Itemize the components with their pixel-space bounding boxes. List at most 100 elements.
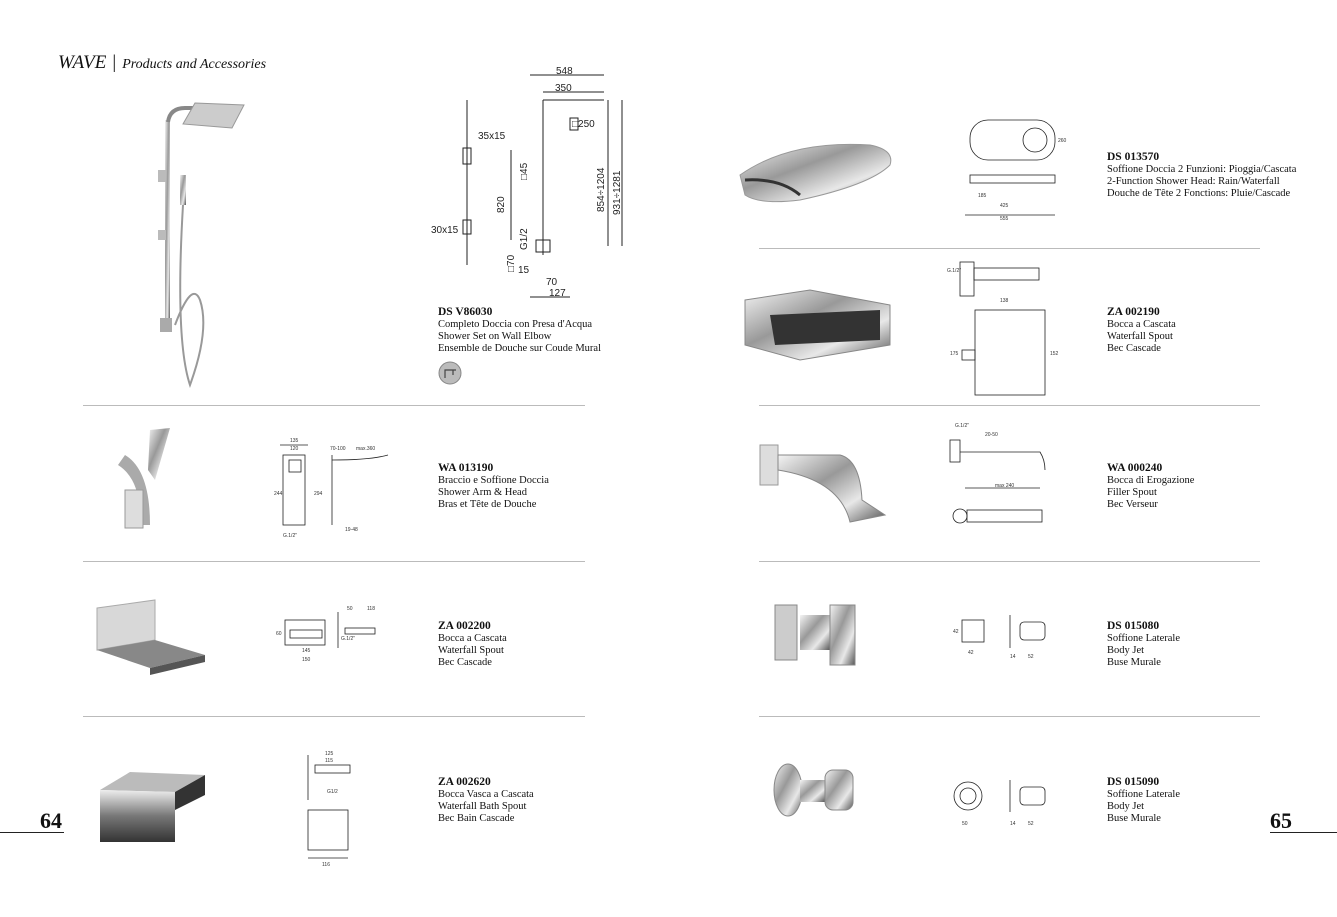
product-code: DS 013570 <box>1107 151 1160 163</box>
dim-label: 425 <box>1000 203 1009 209</box>
desc-it: Bocca a Cascata <box>438 633 507 644</box>
dim-label: 127 <box>549 288 566 299</box>
dim-label: 50 <box>347 606 353 612</box>
dim-label: 30x15 <box>431 225 459 236</box>
desc-it: Soffione Doccia 2 Funzioni: Pioggia/Casc… <box>1107 164 1297 175</box>
dim-label: G.1/2" <box>341 636 355 642</box>
dim-label: 15 <box>518 265 530 276</box>
desc-en: 2-Function Shower Head: Rain/Waterfall <box>1107 176 1280 187</box>
divider <box>759 716 1260 717</box>
divider <box>759 405 1260 406</box>
page-number-left: 64 <box>40 808 62 833</box>
product-code: ZA 002200 <box>438 620 491 632</box>
dim-label: 350 <box>555 83 572 94</box>
drawing-ds-015080 <box>961 615 1046 648</box>
dim-label: max.360 <box>356 446 375 452</box>
product-ds-015090: DS 015090 Soffione Laterale Body Jet Bus… <box>1107 776 1180 825</box>
photo-ds-015080 <box>774 604 856 666</box>
dim-label: 548 <box>556 66 573 77</box>
divider <box>83 405 585 406</box>
dim-label: 70 <box>546 277 558 288</box>
desc-it: Completo Doccia con Presa d'Acqua <box>438 319 593 330</box>
dim-label: 52 <box>1028 654 1034 660</box>
dim-label: 20-50 <box>985 432 998 438</box>
dim-label: 175 <box>950 351 959 357</box>
product-za-002620: ZA 002620 Bocca Vasca a Cascata Waterfal… <box>438 776 534 825</box>
dim-label: 42 <box>953 629 959 635</box>
dim-label: 931÷1281 <box>612 170 623 215</box>
page-header: WAVE|Products and Accessories <box>58 52 266 74</box>
photo-za-002190 <box>744 289 891 361</box>
drawing-ds-013570 <box>965 119 1056 216</box>
dim-label: 19-48 <box>345 527 358 533</box>
dim-label: 50 <box>962 821 968 827</box>
dim-label: 14 <box>1010 654 1016 660</box>
page-rule <box>1270 832 1337 833</box>
product-wa-013190: WA 013190 Braccio e Soffione Doccia Show… <box>438 462 549 511</box>
dim-label: 120 <box>290 446 299 452</box>
drawing-za-002200 <box>284 612 376 648</box>
dim-label: 42 <box>968 650 974 656</box>
desc-fr: Bec Cascade <box>438 657 492 668</box>
product-ds-015080: DS 015080 Soffione Laterale Body Jet Bus… <box>1107 620 1180 669</box>
dim-label: □250 <box>572 119 595 130</box>
desc-en: Shower Arm & Head <box>438 487 527 498</box>
dim-label: 152 <box>1050 351 1059 357</box>
photo-wa-000240 <box>759 444 887 523</box>
desc-fr: Buse Murale <box>1107 813 1161 824</box>
photo-ds-013570 <box>739 143 892 203</box>
desc-it: Bocca di Erogazione <box>1107 475 1195 486</box>
desc-it: Soffione Laterale <box>1107 789 1180 800</box>
dim-label: 820 <box>496 196 507 213</box>
drawing-ds-v86030 <box>462 74 623 298</box>
desc-it: Soffione Laterale <box>1107 633 1180 644</box>
desc-it: Braccio e Soffione Doccia <box>438 475 549 486</box>
product-ds-v86030: DS V86030 Completo Doccia con Presa d'Ac… <box>438 306 601 389</box>
dim-label: 14 <box>1010 821 1016 827</box>
product-za-002190: ZA 002190 Bocca a Cascata Waterfall Spou… <box>1107 306 1176 355</box>
dim-label: 135 <box>290 438 299 444</box>
product-za-002200: ZA 002200 Bocca a Cascata Waterfall Spou… <box>438 620 507 669</box>
drawing-wa-000240 <box>949 439 1046 524</box>
dim-label: □70 <box>506 254 517 272</box>
desc-en: Waterfall Spout <box>1107 331 1173 342</box>
photo-za-002620 <box>100 772 205 842</box>
page-rule <box>0 832 64 833</box>
desc-it: Bocca a Cascata <box>1107 319 1176 330</box>
dim-label: □45 <box>519 162 530 180</box>
dim-label: 52 <box>1028 821 1034 827</box>
divider <box>759 561 1260 562</box>
dim-label: G.1/2" <box>947 268 961 274</box>
dim-label: 138 <box>1000 298 1009 304</box>
desc-fr: Ensemble de Douche sur Coude Mural <box>438 343 602 354</box>
dim-label: 116 <box>322 862 330 868</box>
desc-fr: Bec Bain Cascade <box>438 813 515 824</box>
dim-label: G1/2 <box>519 228 530 250</box>
photo-shower-set <box>158 102 245 389</box>
dim-label: 35x15 <box>478 131 506 142</box>
desc-fr: Bec Cascade <box>1107 343 1161 354</box>
dim-label: max 240 <box>995 483 1014 489</box>
desc-en: Waterfall Spout <box>438 645 504 656</box>
brand-title: WAVE <box>58 52 107 73</box>
desc-fr: Douche de Tête 2 Fonctions: Pluie/Cascad… <box>1107 188 1291 199</box>
divider <box>83 561 585 562</box>
dim-label: 260 <box>1058 138 1067 144</box>
dim-label: 854÷1204 <box>596 167 607 212</box>
header-separator: | <box>112 52 117 73</box>
product-code: DS V86030 <box>438 306 493 318</box>
dim-label: 118 <box>367 606 375 612</box>
photo-za-002200 <box>96 599 205 675</box>
drawing-za-002620 <box>307 755 351 859</box>
drawing-za-002190 <box>959 261 1046 396</box>
product-code: DS 015090 <box>1107 776 1160 788</box>
dim-label: 125 <box>325 751 334 757</box>
desc-fr: Bec Verseur <box>1107 499 1158 510</box>
dim-label: 145 <box>302 648 311 654</box>
wall-elbow-icon <box>438 361 462 385</box>
dim-label: 150 <box>302 657 311 663</box>
drawing-ds-015090 <box>953 780 1046 812</box>
desc-en: Body Jet <box>1107 645 1145 656</box>
desc-en: Shower Set on Wall Elbow <box>438 331 552 342</box>
